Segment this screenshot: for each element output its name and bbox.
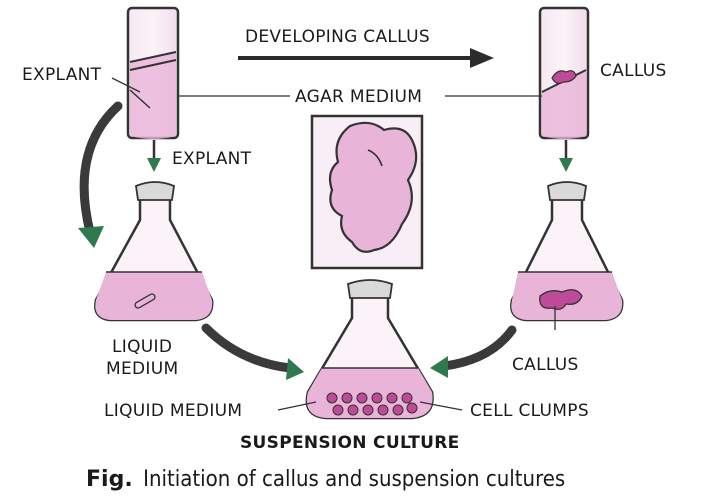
caption-prefix: Fig.	[86, 467, 133, 492]
developing-callus-label: DEVELOPING CALLUS	[245, 27, 430, 47]
callus-bottom-label: CALLUS	[512, 355, 579, 375]
explant-left-label: EXPLANT	[22, 65, 102, 85]
suspension-culture-label: SUSPENSION CULTURE	[240, 433, 460, 453]
developing-callus-arrow	[238, 48, 494, 68]
curved-arrow-left	[78, 101, 123, 248]
cell-clump	[386, 392, 398, 404]
cell-clumps	[326, 392, 418, 416]
cell-clump	[392, 404, 404, 416]
right-down-arrow	[559, 140, 573, 172]
cell-clumps-label: CELL CLUMPS	[470, 401, 589, 421]
figure-caption: Fig. Initiation of callus and suspension…	[86, 467, 565, 492]
callus-top-label: CALLUS	[600, 61, 667, 81]
left-down-arrow	[147, 140, 161, 172]
cell-clump	[326, 392, 338, 404]
cell-clump	[401, 392, 413, 404]
cell-clump	[332, 404, 344, 416]
left-test-tube	[126, 6, 180, 140]
cell-clump	[362, 404, 374, 416]
curved-arrow-to-center-left	[201, 323, 304, 380]
callus-in-flask	[539, 289, 583, 310]
right-test-tube	[538, 6, 590, 140]
cell-clump	[347, 404, 359, 416]
right-flask	[510, 181, 624, 322]
liquid-label-line1: LIQUID	[112, 337, 172, 357]
explant-leader-line	[111, 77, 141, 93]
cell-clump	[341, 392, 353, 404]
explant-below-label: EXPLANT	[172, 149, 252, 169]
cell-clumps-leader	[419, 401, 463, 411]
center-flask	[305, 279, 434, 420]
cell-clump	[377, 404, 389, 416]
callus-inset-box	[310, 114, 424, 270]
agar-medium-label: AGAR MEDIUM	[295, 87, 422, 107]
left-flask	[94, 181, 214, 322]
caption-text: Initiation of callus and suspension cult…	[143, 467, 565, 492]
callus-enlarged	[328, 121, 418, 253]
liquid-center-leader	[277, 401, 317, 411]
liquid-label-line2: MEDIUM	[106, 359, 178, 379]
cell-clump	[371, 392, 383, 404]
curved-arrow-to-center-right	[430, 325, 517, 378]
callus-on-agar	[551, 70, 577, 84]
liquid-medium-center-label: LIQUID MEDIUM	[104, 401, 242, 421]
cell-clump	[406, 402, 418, 414]
cell-clump	[356, 392, 368, 404]
